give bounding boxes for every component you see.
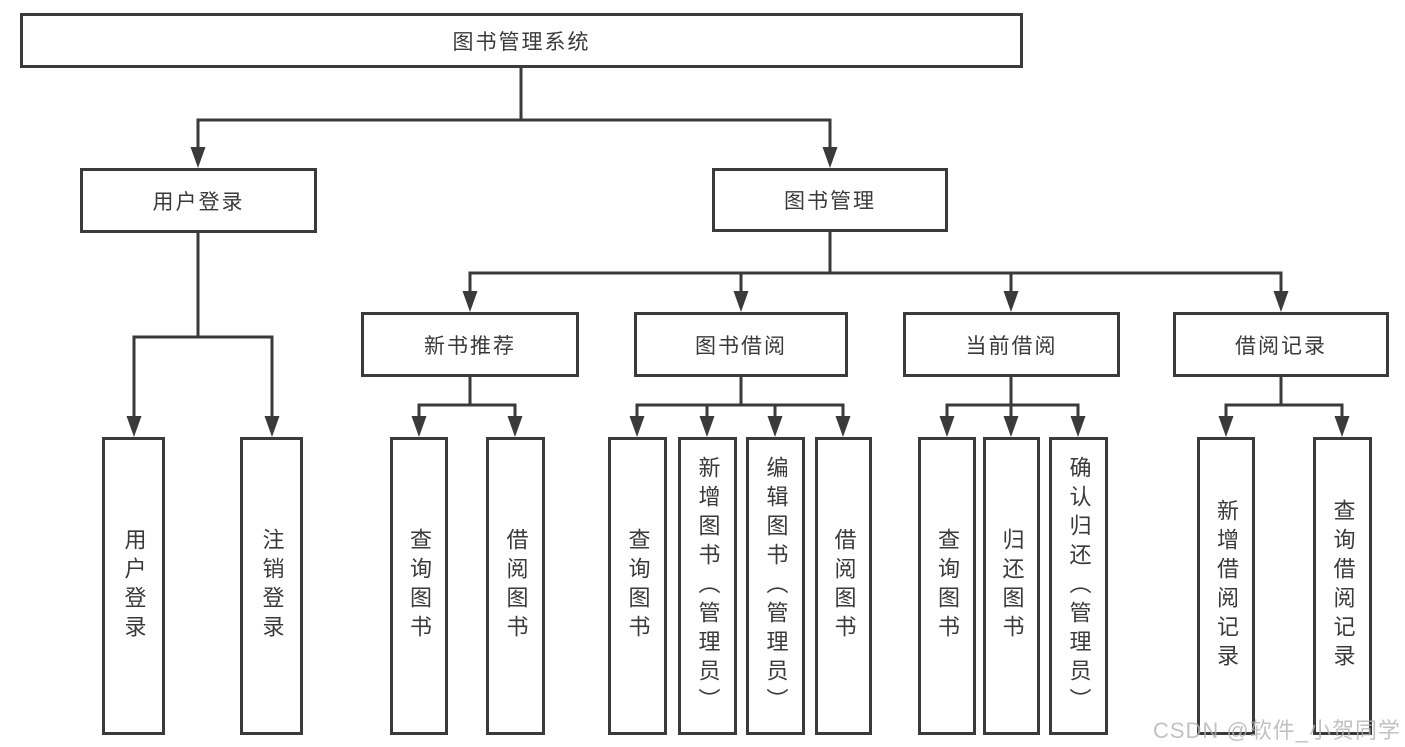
- arrow-head-icon: [507, 416, 523, 437]
- arrow-head-icon: [264, 416, 280, 437]
- node-add-books-admin: 新增图书（管理员）: [678, 437, 737, 735]
- arrow-head-icon: [411, 416, 427, 437]
- node-label: 新增图书（管理员）: [695, 455, 721, 717]
- arrow-head-icon: [1070, 416, 1086, 437]
- arrow-head-icon: [1003, 291, 1019, 312]
- node-current-borrowing: 当前借阅: [903, 312, 1120, 377]
- arrow-head-icon: [699, 416, 715, 437]
- node-return-books: 归还图书: [983, 437, 1040, 735]
- arrow-head-icon: [1003, 416, 1019, 437]
- node-label: 查询图书: [935, 528, 960, 644]
- node-label: 图书管理系统: [452, 30, 591, 54]
- arrow-head-icon: [767, 416, 783, 437]
- arrow-head-icon: [1218, 416, 1234, 437]
- node-label: 用户登录: [152, 190, 245, 214]
- connector-lines: [132, 68, 1344, 420]
- node-borrow-books-leaf: 借阅图书: [815, 437, 872, 735]
- node-user-login: 用户登录: [80, 168, 317, 233]
- node-borrow-books-recommend: 借阅图书: [486, 437, 545, 735]
- node-query-books-current: 查询图书: [918, 437, 976, 735]
- node-add-borrow-record: 新增借阅记录: [1197, 437, 1255, 735]
- node-label: 查询借阅记录: [1330, 499, 1356, 673]
- node-logout-leaf: 注销登录: [240, 437, 303, 735]
- arrow-head-icon: [629, 416, 645, 437]
- arrow-head-icon: [822, 147, 838, 168]
- node-label: 新书推荐: [424, 334, 516, 358]
- node-label: 借阅图书: [503, 528, 529, 644]
- node-label: 查询图书: [407, 528, 432, 644]
- node-label: 注销登录: [259, 528, 285, 644]
- node-confirm-return-admin: 确认归还（管理员）: [1049, 437, 1108, 735]
- node-user-login-leaf: 用户登录: [102, 437, 165, 735]
- node-label: 归还图书: [999, 528, 1025, 644]
- node-label: 确认归还（管理员）: [1066, 455, 1092, 717]
- arrow-head-icon: [835, 416, 851, 437]
- node-label: 新增借阅记录: [1214, 499, 1239, 673]
- node-system-root: 图书管理系统: [20, 13, 1023, 68]
- node-label: 借阅记录: [1235, 334, 1327, 358]
- arrow-head-icon: [1334, 416, 1350, 437]
- arrow-head-icon: [190, 147, 206, 168]
- node-label: 编辑图书（管理员）: [763, 455, 789, 717]
- node-query-books-recommend: 查询图书: [390, 437, 448, 735]
- node-new-book-recommendation: 新书推荐: [361, 312, 579, 377]
- arrow-head-icon: [462, 291, 478, 312]
- node-label: 借阅图书: [831, 528, 857, 644]
- node-book-borrowing: 图书借阅: [634, 312, 848, 377]
- arrow-head-icon: [1273, 291, 1289, 312]
- node-label: 用户登录: [121, 528, 147, 644]
- node-borrowing-records: 借阅记录: [1173, 312, 1389, 377]
- node-label: 当前借阅: [965, 334, 1058, 358]
- arrow-head-icon: [126, 416, 142, 437]
- node-label: 图书借阅: [695, 334, 787, 358]
- node-label: 查询图书: [625, 528, 651, 644]
- arrow-head-icon: [939, 416, 955, 437]
- node-edit-books-admin: 编辑图书（管理员）: [746, 437, 805, 735]
- node-query-borrow-record: 查询借阅记录: [1313, 437, 1372, 735]
- arrow-head-icon: [733, 291, 749, 312]
- node-query-books-borrowing: 查询图书: [608, 437, 667, 735]
- node-label: 图书管理: [784, 190, 876, 213]
- arrow-heads: [126, 147, 1350, 437]
- node-book-management: 图书管理: [712, 168, 948, 232]
- csdn-watermark: CSDN @软件_小贺同学: [1152, 718, 1401, 743]
